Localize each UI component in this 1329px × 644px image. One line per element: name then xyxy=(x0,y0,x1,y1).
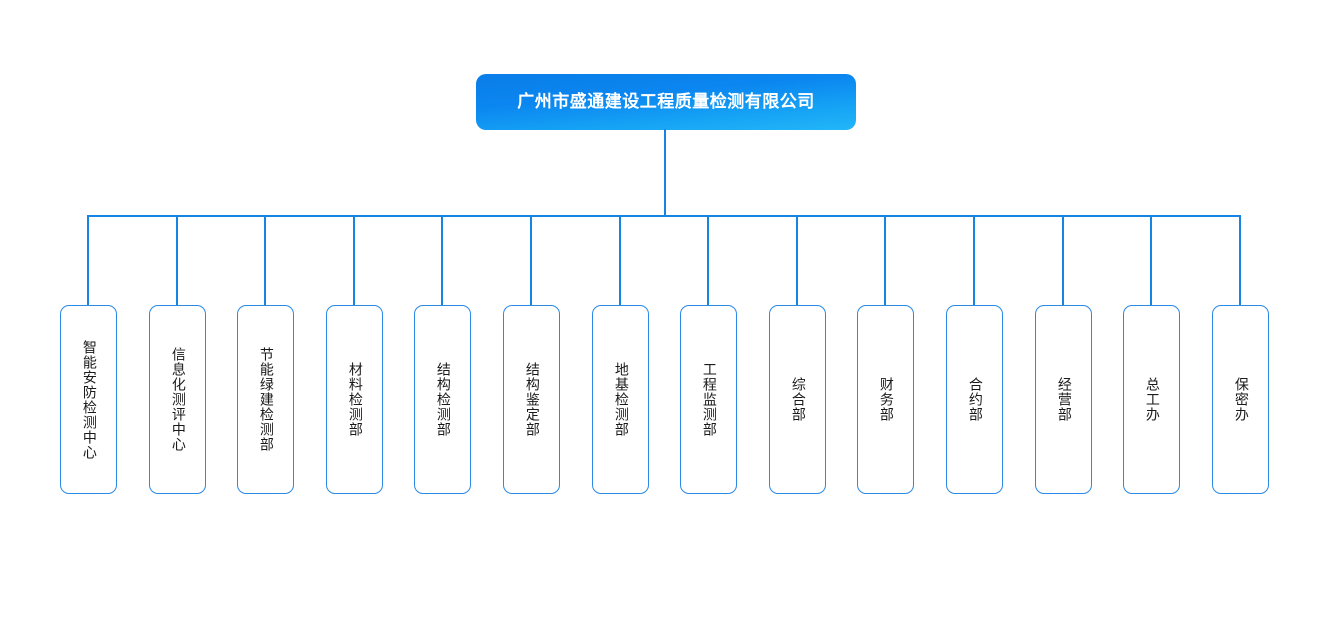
connector-horizontal-bus xyxy=(87,215,1241,217)
connector-drop-12 xyxy=(1062,215,1064,306)
connector-drop-1 xyxy=(87,215,89,306)
org-leaf-label: 工程监测部 xyxy=(700,362,717,437)
org-leaf-node[interactable]: 合约部 xyxy=(946,305,1003,494)
org-leaf-label: 综合部 xyxy=(789,377,806,422)
org-leaf-label: 节能绿建检测部 xyxy=(257,347,274,452)
connector-drop-9 xyxy=(796,215,798,306)
connector-drop-7 xyxy=(619,215,621,306)
connector-drop-11 xyxy=(973,215,975,306)
org-leaf-node[interactable]: 工程监测部 xyxy=(680,305,737,494)
org-leaf-node[interactable]: 保密办 xyxy=(1212,305,1269,494)
connector-root-stem xyxy=(664,129,666,216)
connector-drop-3 xyxy=(264,215,266,306)
org-leaf-node[interactable]: 材料检测部 xyxy=(326,305,383,494)
org-root-node[interactable]: 广州市盛通建设工程质量检测有限公司 xyxy=(476,74,856,130)
org-leaf-node[interactable]: 结构检测部 xyxy=(414,305,471,494)
org-leaf-label: 财务部 xyxy=(877,377,894,422)
org-root-label: 广州市盛通建设工程质量检测有限公司 xyxy=(517,91,815,112)
org-leaf-node[interactable]: 信息化测评中心 xyxy=(149,305,206,494)
org-leaf-label: 经营部 xyxy=(1055,377,1072,422)
connector-drop-2 xyxy=(176,215,178,306)
org-leaf-node[interactable]: 智能安防检测中心 xyxy=(60,305,117,494)
org-leaf-node[interactable]: 财务部 xyxy=(857,305,914,494)
org-leaf-label: 结构检测部 xyxy=(434,362,451,437)
connector-drop-14 xyxy=(1239,215,1241,306)
org-leaf-node[interactable]: 综合部 xyxy=(769,305,826,494)
org-leaf-label: 信息化测评中心 xyxy=(169,347,186,452)
org-leaf-node[interactable]: 经营部 xyxy=(1035,305,1092,494)
connector-drop-4 xyxy=(353,215,355,306)
org-leaf-node[interactable]: 节能绿建检测部 xyxy=(237,305,294,494)
org-leaf-label: 保密办 xyxy=(1232,377,1249,422)
org-leaf-node[interactable]: 总工办 xyxy=(1123,305,1180,494)
connector-drop-6 xyxy=(530,215,532,306)
org-leaf-label: 材料检测部 xyxy=(346,362,363,437)
connector-drop-10 xyxy=(884,215,886,306)
org-leaf-node[interactable]: 结构鉴定部 xyxy=(503,305,560,494)
connector-drop-8 xyxy=(707,215,709,306)
org-leaf-label: 总工办 xyxy=(1143,377,1160,422)
org-leaf-node[interactable]: 地基检测部 xyxy=(592,305,649,494)
org-leaf-label: 地基检测部 xyxy=(612,362,629,437)
connector-drop-5 xyxy=(441,215,443,306)
org-leaf-label: 合约部 xyxy=(966,377,983,422)
org-leaf-label: 结构鉴定部 xyxy=(523,362,540,437)
org-leaf-label: 智能安防检测中心 xyxy=(80,339,97,460)
connector-drop-13 xyxy=(1150,215,1152,306)
